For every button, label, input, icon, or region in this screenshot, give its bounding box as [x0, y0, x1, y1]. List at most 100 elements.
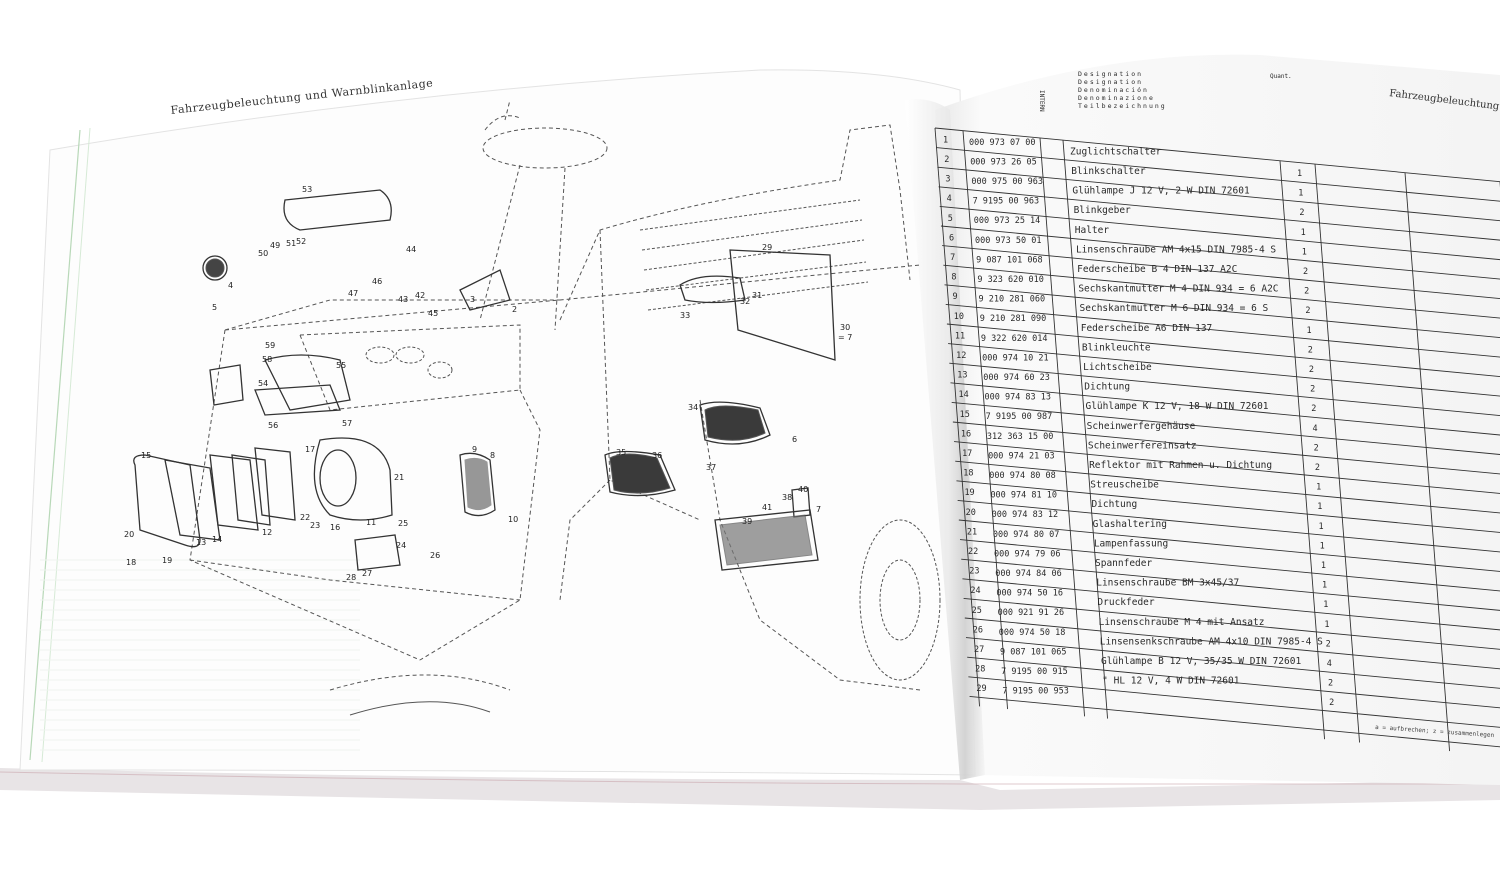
part-designation: Streuscheibe [1090, 480, 1159, 491]
row-number: 9 [953, 292, 958, 302]
header-intern: INTERN [1038, 90, 1045, 112]
callout-44: 44 [406, 245, 416, 254]
row-number: 27 [974, 645, 984, 655]
part-quantity: 2 [1329, 698, 1334, 708]
callout-12: 12 [262, 528, 272, 537]
callout-52: 52 [296, 237, 306, 246]
part-quantity: 1 [1301, 228, 1306, 238]
callout-29: 29 [762, 243, 772, 252]
callout-33: 33 [680, 311, 690, 320]
callout-32: 32 [740, 297, 750, 306]
callout-49: 49 [270, 241, 280, 250]
callout-20: 20 [124, 530, 134, 539]
part-quantity: 1 [1321, 561, 1326, 571]
part-designation: Blinkschalter [1071, 166, 1146, 177]
part-number: 000 973 26 05 [970, 157, 1037, 167]
row-number: 22 [968, 547, 978, 557]
part-quantity: 2 [1309, 365, 1314, 375]
part-designation: Scheinwerfergehäuse [1087, 421, 1196, 432]
row-number: 13 [957, 371, 967, 381]
table-row-line [948, 343, 1500, 397]
table-row-line [967, 656, 1500, 709]
part-number: 000 974 60 23 [983, 373, 1050, 383]
part-number: 7 9195 00 915 [1001, 667, 1068, 677]
part-designation: Blinkleuchte [1082, 342, 1151, 353]
callout-9: 9 [472, 445, 477, 454]
callout-1: = 7 [838, 333, 852, 342]
part-quantity: 2 [1326, 639, 1331, 649]
part-number: 000 974 80 08 [989, 471, 1056, 481]
part-designation: Glühlampe B 12 V, 35/35 W DIN 72601 [1101, 656, 1301, 667]
part-designation: Federscheibe A6 DIN 137 [1081, 323, 1213, 334]
part-quantity: 1 [1320, 541, 1325, 551]
table-row-line [954, 441, 1500, 494]
part-designation: Sechskantmutter M 4 DIN 934 = 6 A2C [1078, 284, 1278, 295]
row-number: 21 [967, 527, 977, 537]
row-number: 19 [964, 488, 974, 498]
table-col-line [962, 130, 1009, 710]
callout-18: 18 [126, 558, 136, 567]
row-number: 28 [975, 665, 985, 675]
row-number: 17 [962, 449, 972, 459]
table-row-line [963, 597, 1500, 650]
part-designation: Glühlampe K 12 V, 18 W DIN 72601 [1085, 401, 1268, 412]
part-quantity: 2 [1314, 443, 1319, 453]
table-row-line [964, 617, 1500, 670]
part-quantity: 1 [1317, 502, 1322, 512]
callout-35: 35 [616, 448, 626, 457]
callout-15: 15 [141, 451, 151, 460]
callout-27: 27 [362, 569, 372, 578]
part-designation: Lichtscheibe [1083, 362, 1152, 373]
part-designation: Lampenfassung [1094, 538, 1168, 549]
callout-55: 55 [336, 361, 346, 370]
part-quantity: 1 [1302, 247, 1307, 257]
part-designation: Reflektor mit Rahmen u. Dichtung [1089, 460, 1272, 471]
part-number: 9 322 620 014 [981, 334, 1048, 344]
callout-21: 21 [394, 473, 404, 482]
part-number: 000 974 84 06 [995, 569, 1062, 579]
row-number: 14 [958, 390, 968, 400]
part-number: 9 087 101 068 [976, 255, 1043, 265]
part-designation: Linsensenkschraube AM 4x10 DIN 7985-4 S [1100, 636, 1323, 647]
callout-56: 56 [268, 421, 278, 430]
table-row-line [962, 578, 1500, 631]
row-number: 24 [970, 586, 980, 596]
table-row-line [936, 147, 1500, 202]
table-row-line [961, 558, 1500, 611]
part-designation: Druckfeder [1097, 597, 1154, 608]
part-quantity: 2 [1305, 306, 1310, 316]
part-quantity: 4 [1327, 659, 1332, 669]
part-number: 000 974 50 16 [996, 589, 1063, 599]
callout-11: 11 [366, 518, 376, 527]
callout-50: 50 [258, 249, 268, 258]
callout-34: 34 [688, 403, 698, 412]
part-quantity: 2 [1315, 463, 1320, 473]
callout-53: 53 [302, 185, 312, 194]
callout-19: 19 [162, 556, 172, 565]
part-designation: Glashaltering [1093, 519, 1167, 530]
callout-22: 22 [300, 513, 310, 522]
part-quantity: 2 [1303, 267, 1308, 277]
table-row-line [946, 323, 1500, 377]
part-number: 7 9195 00 963 [973, 197, 1040, 207]
table-row-line [969, 695, 1500, 748]
part-designation: Linsenschraube AM 4x15 DIN 7985-4 S [1076, 244, 1276, 255]
row-number: 4 [947, 194, 952, 204]
callout-54: 54 [258, 379, 268, 388]
table-row-line [958, 519, 1500, 572]
callout-31: 31 [752, 291, 762, 300]
row-number: 15 [960, 410, 970, 420]
header-designation: Denominación [1078, 86, 1149, 94]
callout-46: 46 [372, 277, 382, 286]
part-number: 312 363 15 00 [987, 432, 1054, 442]
callout-42: 42 [415, 291, 425, 300]
table-header: DesignationDesignationDenominaciónDenomi… [1038, 70, 1292, 112]
part-number: 000 974 83 12 [992, 510, 1059, 520]
part-designation: Dichtung [1091, 499, 1137, 510]
table-row-line [949, 362, 1500, 416]
header-designation: Designation [1078, 70, 1143, 78]
row-number: 1 [943, 135, 948, 145]
callout-36: 36 [652, 451, 662, 460]
row-number: 23 [969, 567, 979, 577]
